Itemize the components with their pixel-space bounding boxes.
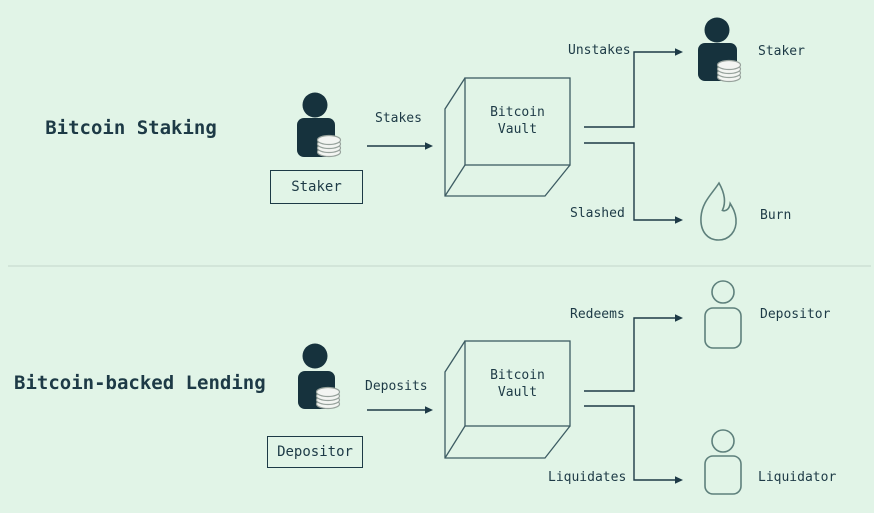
person-body [704, 307, 742, 349]
depositor-person-coins-icon [298, 343, 341, 410]
liquidator-outline-person-icon [704, 429, 742, 495]
burn-target-label: Burn [760, 208, 792, 223]
lending-section-title: Bitcoin-backed Lending [14, 372, 266, 394]
person-head [711, 429, 735, 453]
deposits-arrow [367, 406, 433, 414]
slashed-label: Slashed [570, 206, 625, 221]
person-head [704, 17, 730, 43]
staking-section-title: Bitcoin Staking [45, 117, 217, 139]
bitcoin-vault-cube [444, 77, 571, 197]
redeems-connector [584, 314, 683, 392]
person-head [302, 92, 328, 118]
unstakes-label: Unstakes [568, 43, 631, 58]
liquidates-label: Liquidates [548, 470, 627, 485]
vault-label: Bitcoin Vault [490, 368, 545, 400]
stakes-arrow [367, 142, 433, 150]
person-head [302, 343, 328, 369]
depositor-outline-person-icon [704, 280, 742, 349]
unstaked-target-label: Staker [758, 44, 805, 59]
stakes-label: Stakes [375, 111, 422, 126]
person-head [711, 280, 735, 304]
vault-label: Bitcoin Vault [490, 105, 545, 137]
coin-stack-icon [316, 134, 342, 158]
staker-actor-label: Staker [291, 179, 342, 195]
liquidates-connector [584, 405, 683, 484]
slashed-connector [584, 142, 683, 224]
staker-person-coins-icon [297, 92, 342, 158]
bitcoin-vault-cube [444, 340, 571, 459]
person-body [704, 455, 742, 495]
unstaked-person-coins-icon [698, 17, 742, 83]
unstakes-connector [584, 48, 683, 128]
deposits-label: Deposits [365, 379, 428, 394]
flame-icon [700, 181, 737, 241]
depositor-actor-box: Depositor [267, 436, 363, 468]
redeems-label: Redeems [570, 307, 625, 322]
liquidator-target-label: Liquidator [758, 470, 837, 485]
coin-stack-icon [716, 59, 742, 83]
coin-stack-icon [315, 386, 341, 410]
section-divider [8, 265, 871, 267]
staker-actor-box: Staker [270, 170, 363, 204]
depositor-target-label: Depositor [760, 307, 831, 322]
depositor-actor-label: Depositor [277, 444, 353, 460]
